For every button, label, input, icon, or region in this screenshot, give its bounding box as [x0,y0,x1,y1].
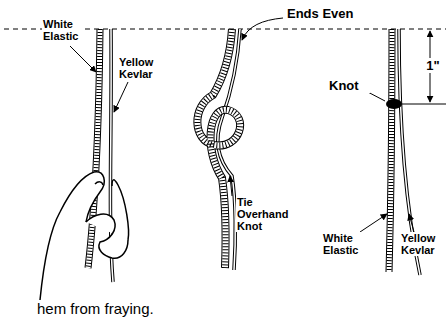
note-text: hem from fraying. [36,300,155,317]
elastic-cord [389,29,392,272]
overhand-knot [197,29,240,270]
hand [40,172,129,300]
extension-line [402,104,446,105]
leader-line [360,214,387,232]
dimension-label: 1" [424,58,442,73]
leader-line [114,82,128,112]
part-label: Knot [328,78,370,93]
leader-line [242,18,283,40]
elastic-cord [88,29,100,268]
knot-symbol [386,99,402,109]
part-label: Yellow Kevlar [400,232,446,256]
instruction-label: Tie Overhand Knot [236,196,288,232]
heading-label: Ends Even [286,6,368,21]
leader-line [70,46,96,72]
leader-line [230,176,232,196]
part-label: White Elastic [322,232,368,256]
part-label: Yellow Kevlar [118,56,164,80]
leader-line [409,214,414,232]
part-label: White Elastic [42,18,84,42]
